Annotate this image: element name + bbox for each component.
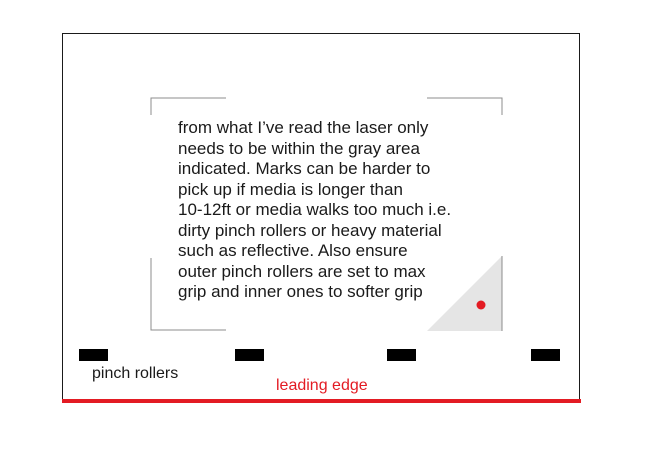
registration-frame	[150, 97, 503, 331]
leading-edge-label: leading edge	[276, 377, 368, 394]
pinch-roller-1	[79, 349, 108, 361]
leading-edge-line	[62, 399, 581, 403]
frame-top-left-corner	[150, 97, 226, 115]
pinch-rollers-label: pinch rollers	[92, 365, 179, 382]
pinch-roller-4	[531, 349, 560, 361]
pinch-roller-2	[235, 349, 264, 361]
gray-sensing-area	[427, 256, 502, 331]
annotation-note: from what I’ve read the laser only needs…	[178, 118, 452, 301]
frame-top-right-corner	[427, 97, 503, 115]
pinch-roller-3	[387, 349, 416, 361]
frame-bottom-left-corner	[150, 258, 226, 331]
laser-dot	[476, 300, 486, 310]
